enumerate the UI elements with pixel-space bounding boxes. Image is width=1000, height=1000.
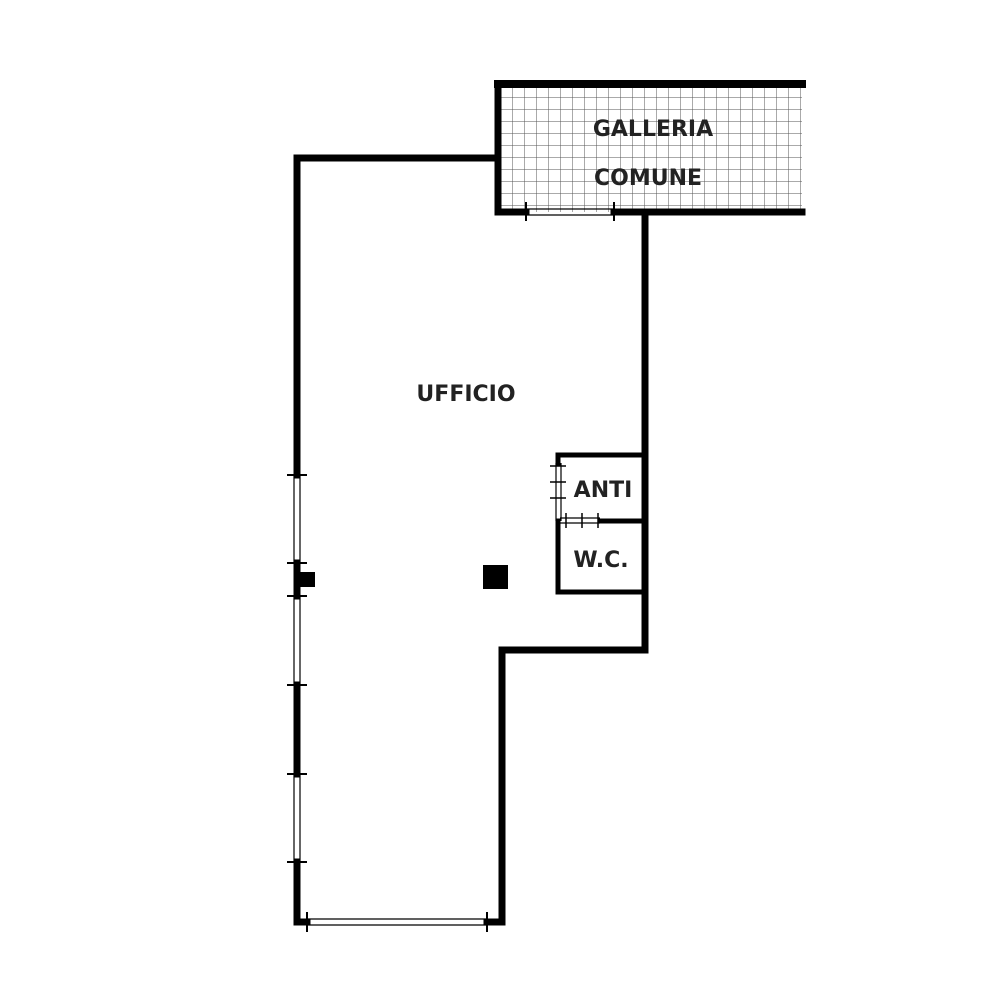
galleria-comune-area [494, 80, 806, 216]
left-windows [287, 474, 307, 863]
anti-label: ANTI [574, 478, 633, 503]
galleria-label-line1: GALLERIA [593, 117, 713, 142]
wc-door [560, 513, 600, 528]
window-left-1 [287, 474, 307, 564]
wc-label: W.C. [573, 548, 628, 573]
wall-pillar [298, 572, 315, 587]
window-left-3 [287, 773, 307, 863]
bottom-window [306, 912, 488, 932]
ufficio-label: UFFICIO [416, 382, 515, 407]
bathroom-block [555, 452, 648, 595]
window-left-2 [287, 595, 307, 686]
anti-door [550, 463, 566, 521]
galleria-tile-grid [500, 85, 802, 212]
galleria-label-line2: COMUNE [594, 166, 702, 191]
entrance-door [525, 202, 615, 221]
column-pillar [483, 565, 508, 589]
ufficio-walls [293, 154, 649, 926]
